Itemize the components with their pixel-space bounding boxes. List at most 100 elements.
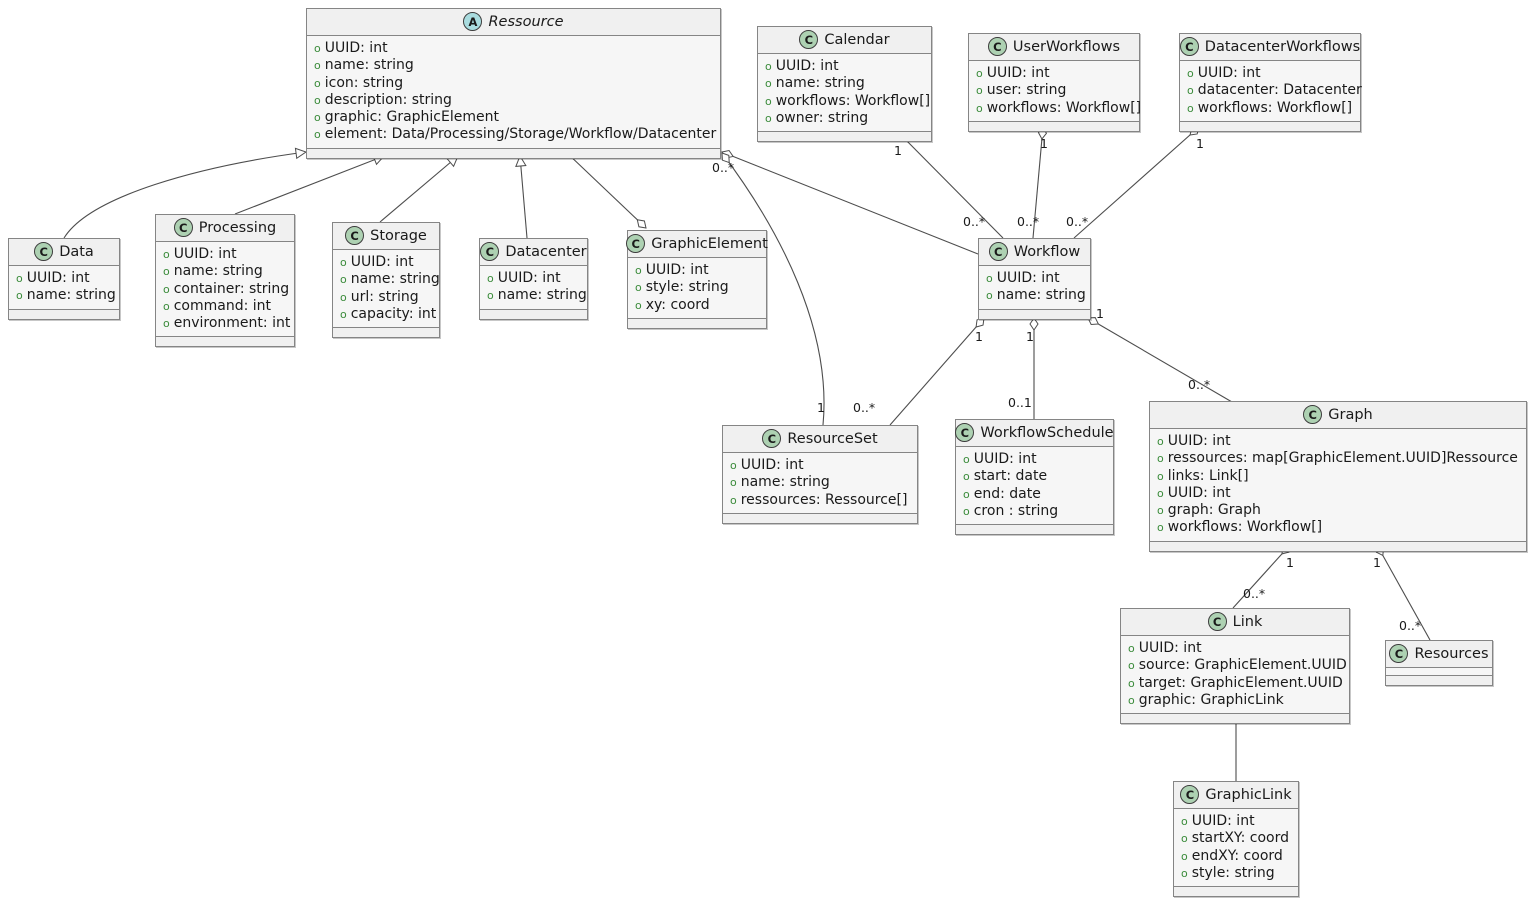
class-icon: C — [345, 226, 365, 245]
edge-datacenterworkflows-workflow — [1073, 126, 1200, 239]
class-name-resourceset: ResourceSet — [787, 430, 878, 447]
class-methods-compartment — [1180, 121, 1360, 131]
visibility-public-icon: o — [340, 256, 347, 269]
attribute-text: datacenter: Datacenter — [1197, 82, 1362, 99]
visibility-public-icon: o — [340, 273, 347, 287]
visibility-public-icon: o — [340, 290, 347, 304]
visibility-public-icon: o — [963, 504, 970, 518]
class-methods-compartment — [1386, 676, 1492, 685]
visibility-public-icon: o — [1157, 486, 1164, 500]
attribute-text: graphic: GraphicLink — [1138, 691, 1284, 708]
attribute-text: UUID: int — [497, 270, 561, 286]
attribute-text: icon: string — [324, 74, 404, 91]
visibility-public-icon: o — [986, 289, 993, 303]
class-name-graph: Graph — [1328, 406, 1373, 423]
class-name-datacenter: Datacenter — [505, 243, 587, 260]
attribute-text: capacity: int — [350, 305, 437, 322]
attribute-text: UUID: int — [740, 457, 804, 473]
attribute-text: ressources: Ressource[] — [740, 491, 908, 508]
class-icon: C — [173, 218, 193, 237]
attribute-text: name: string — [26, 287, 116, 304]
class-icon: C — [1207, 612, 1227, 631]
abstract-class-icon: A — [463, 12, 483, 31]
multiplicity-label: 0..* — [1243, 586, 1266, 601]
visibility-public-icon: o — [976, 67, 983, 80]
class-icon: C — [1180, 785, 1200, 804]
multiplicity-label: 0..1 — [1008, 395, 1032, 410]
class-name-calendar: Calendar — [824, 31, 890, 48]
visibility-public-icon: o — [1128, 676, 1135, 690]
class-header-graph: C Graph — [1150, 402, 1526, 429]
attribute-text: links: Link[] — [1167, 467, 1249, 484]
multiplicity-label: 1 — [894, 143, 902, 158]
multiplicity-label: 0..* — [712, 160, 735, 175]
class-icon: C — [1303, 405, 1323, 424]
attribute-text: workflows: Workflow[] — [1197, 99, 1353, 116]
visibility-public-icon: o — [16, 289, 23, 303]
attribute-text: UUID: int — [350, 254, 414, 270]
attribute-text: cron : string — [973, 502, 1059, 519]
class-icon: C — [480, 242, 500, 261]
class-icon: C — [34, 242, 54, 261]
class-name-processing: Processing — [198, 219, 277, 236]
edge-datacenter-ressource — [520, 156, 528, 239]
visibility-public-icon: o — [314, 93, 321, 107]
class-methods-compartment — [1174, 887, 1298, 897]
multiplicity-label: 1 — [1196, 136, 1204, 151]
visibility-public-icon: o — [1128, 642, 1135, 655]
visibility-public-icon: o — [976, 84, 983, 98]
visibility-public-icon: o — [1181, 866, 1188, 880]
attribute-text: description: string — [324, 91, 452, 108]
attribute-text: style: string — [1191, 864, 1275, 881]
visibility-public-icon: o — [1128, 693, 1135, 707]
attribute-text: name: string — [497, 287, 587, 304]
visibility-public-icon: o — [163, 317, 170, 331]
attribute-text: UUID: int — [775, 58, 839, 74]
